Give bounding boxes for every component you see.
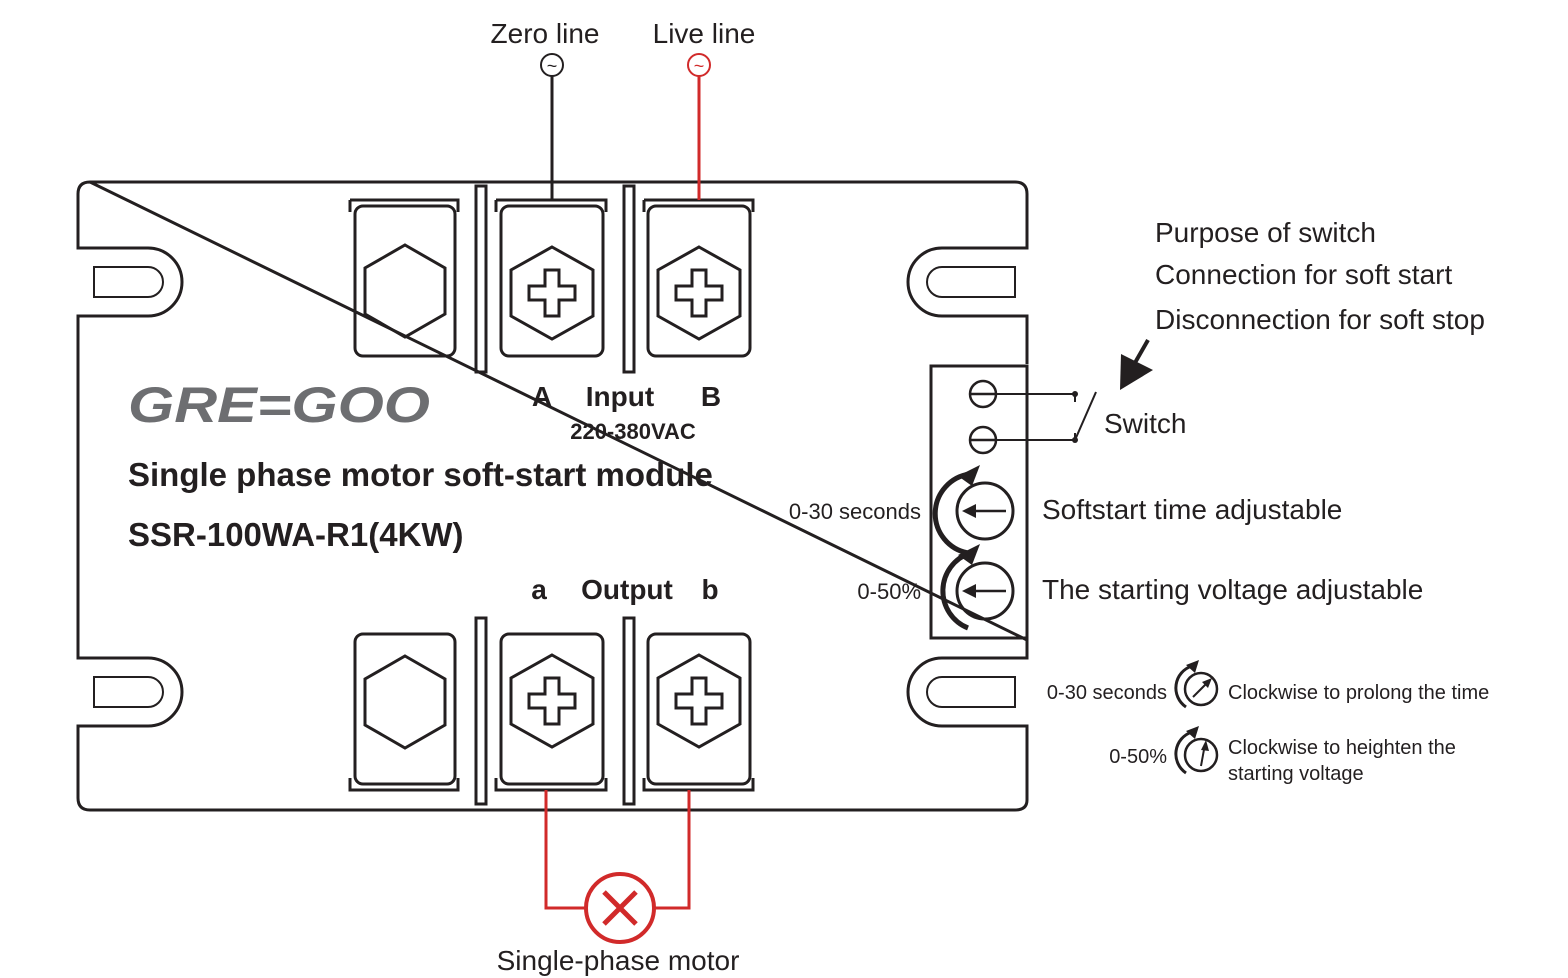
terminal-divider [474, 616, 488, 806]
input-terminal-b-label: B [701, 381, 721, 412]
screw-cross-icon [527, 268, 577, 318]
output-label: Output [581, 574, 673, 605]
switch-contact-icon [1074, 391, 1097, 441]
legend-time-text: Clockwise to prolong the time [1228, 682, 1489, 704]
legend-voltage-line1: Clockwise to heighten the [1228, 737, 1456, 759]
zero-line-ac-symbol: ~ [547, 56, 558, 76]
input-label: Input [586, 381, 654, 412]
terminal-divider [622, 184, 636, 374]
terminal-divider [622, 616, 636, 806]
motor-wire-right [654, 790, 691, 910]
output-terminal-a-label: a [531, 574, 547, 605]
terminal-divider [474, 184, 488, 374]
switch-label: Switch [1104, 408, 1186, 439]
starting-voltage-knob[interactable] [940, 544, 1015, 631]
switch-node [1072, 391, 1078, 397]
control-panel [929, 364, 1029, 640]
legend-voltage-range: 0-50% [1109, 746, 1167, 768]
motor-label: Single-phase motor [497, 945, 740, 976]
switch-purpose-on: Connection for soft start [1155, 259, 1452, 290]
mount-slot-top-right-inner [926, 266, 1016, 298]
clockwise-voltage-icon [1174, 726, 1219, 775]
switch-node [1072, 437, 1078, 443]
zero-line-label: Zero line [491, 18, 600, 49]
screw-cross-icon [527, 676, 577, 726]
zero-line-ac-terminal-icon [540, 53, 564, 77]
input-voltage-label: 220-380VAC [570, 419, 696, 444]
legend-voltage-line2: starting voltage [1228, 763, 1364, 785]
module-title: Single phase motor soft-start module [128, 456, 713, 493]
motor-symbol-circle [584, 872, 656, 944]
switch-wiring [996, 393, 1076, 441]
terminal-bottom-blank [348, 632, 460, 792]
module-model: SSR-100WA-R1(4KW) [128, 516, 464, 553]
screw-cross-icon [674, 268, 724, 318]
pointer-arrow-icon [1120, 339, 1153, 390]
knob-rotate-arrow-icon [940, 550, 971, 631]
output-terminal-b-label: b [701, 574, 718, 605]
terminal-input-a[interactable] [494, 198, 608, 358]
module-body-outline [76, 180, 1029, 812]
terminal-output-b[interactable] [642, 632, 755, 792]
mount-slot-bottom-right-inner [926, 676, 1016, 708]
switch-purpose-off: Disconnection for soft stop [1155, 304, 1485, 335]
motor-x-icon [602, 890, 638, 926]
live-line-ac-symbol: ~ [694, 56, 705, 76]
switch-purpose-title: Purpose of switch [1155, 217, 1376, 248]
softstart-time-label: Softstart time adjustable [1042, 494, 1342, 525]
starting-voltage-range: 0-50% [857, 579, 921, 604]
starting-voltage-label: The starting voltage adjustable [1042, 574, 1423, 605]
clockwise-time-icon [1174, 660, 1219, 709]
terminal-top-blank [348, 198, 460, 358]
live-line-label: Live line [653, 18, 756, 49]
legend-time-range: 0-30 seconds [1047, 682, 1167, 704]
input-terminal-a-label: A [532, 381, 552, 412]
live-line-ac-terminal-icon [687, 53, 711, 77]
mount-slot-top-left-inner [93, 266, 164, 298]
brand-logo: GRE=GOO [128, 377, 430, 433]
softstart-time-range: 0-30 seconds [789, 499, 921, 524]
terminal-output-a[interactable] [494, 632, 608, 792]
softstart-time-knob[interactable] [932, 465, 1015, 556]
screw-cross-icon [674, 676, 724, 726]
knob-rotate-arrow-icon [932, 471, 971, 556]
terminal-input-b[interactable] [642, 198, 755, 358]
mount-slot-bottom-left-inner [93, 676, 164, 708]
motor-wire-left [544, 790, 586, 910]
